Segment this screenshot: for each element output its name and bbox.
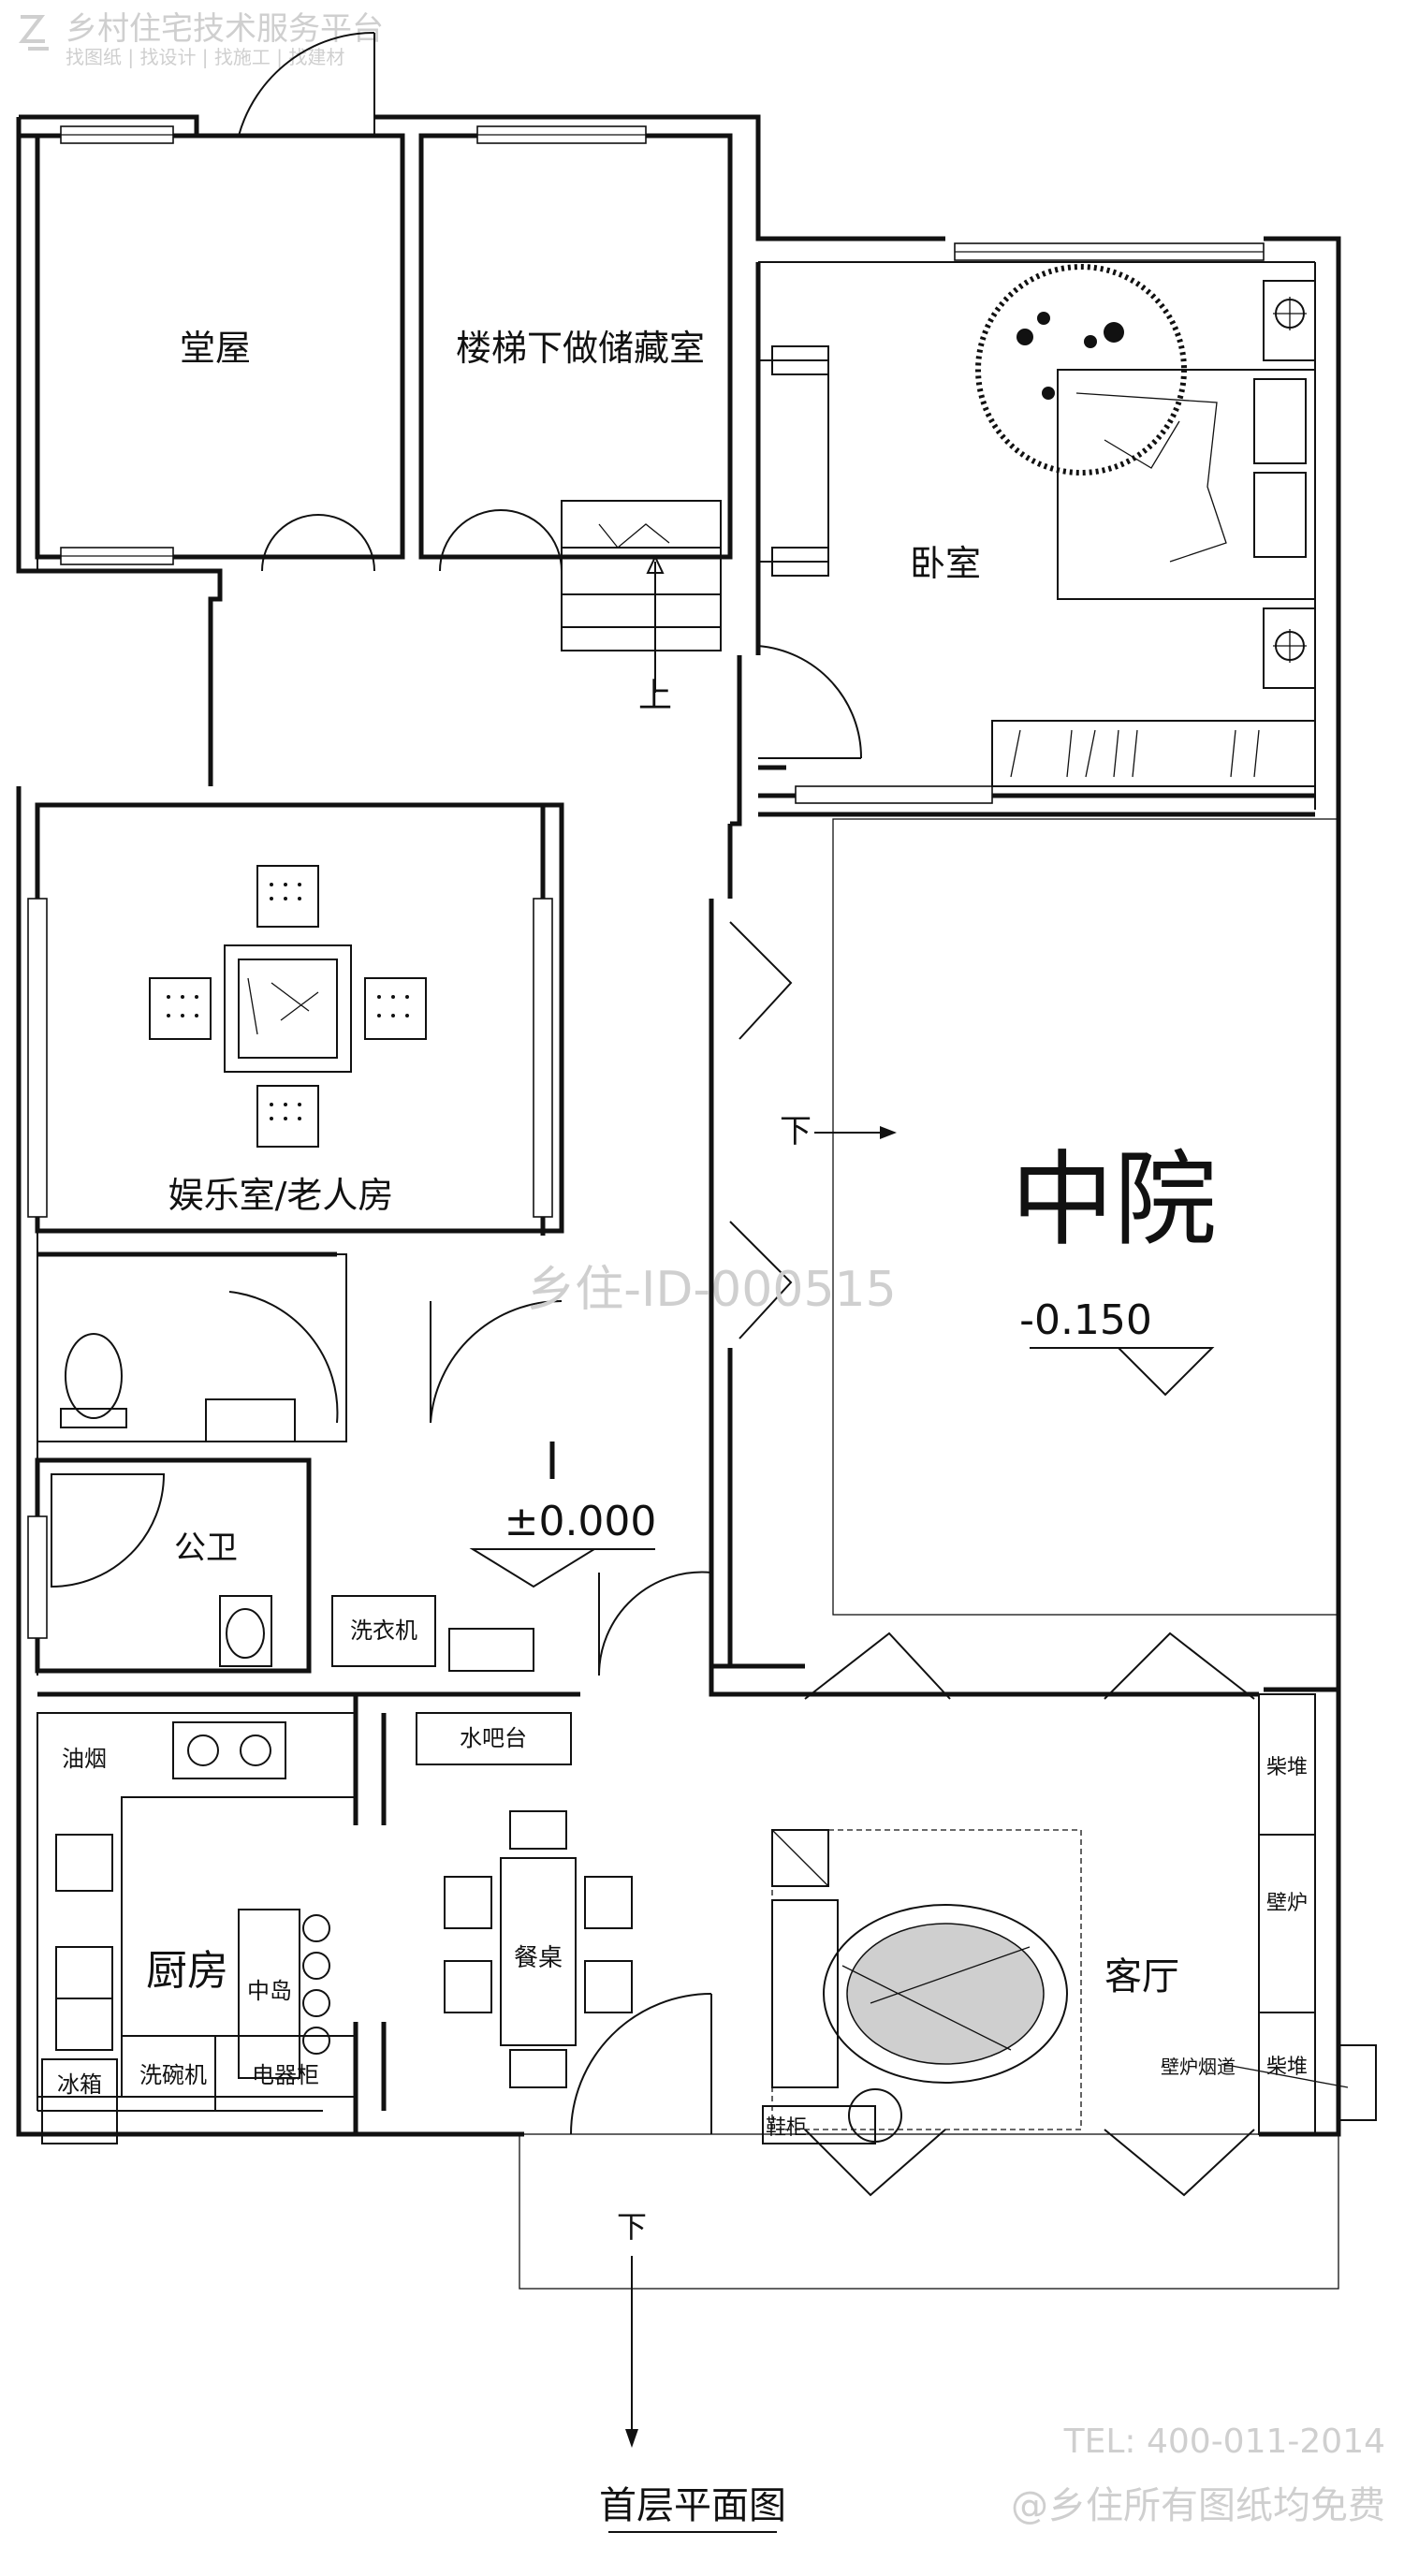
footer-tel: TEL: 400-011-2014	[1063, 2422, 1385, 2461]
bathroom-label: 公卫	[174, 1530, 238, 1567]
bedroom-wardrobe	[991, 720, 1316, 787]
kitchen-stove	[172, 1721, 286, 1779]
mahjong-table	[149, 865, 427, 1148]
watermark: 乡住-ID-000515	[526, 1262, 896, 1318]
brand-tagline: 找图纸 | 找设计 | 找施工 | 找建材	[66, 46, 344, 68]
courtyard-down-arrow	[814, 1126, 897, 1139]
brand-logo: 乡村住宅技术服务平台 找图纸 | 找设计 | 找施工 | 找建材	[18, 10, 384, 68]
bedroom-label: 卧室	[910, 543, 981, 584]
stair-up-label: 上	[638, 677, 672, 715]
fireplace-label: 壁炉	[1266, 1892, 1308, 1915]
footer-notice: @乡住所有图纸均免费	[1011, 2484, 1385, 2527]
shoe-cabinet-label: 鞋柜	[766, 2116, 807, 2140]
chimney-label: 壁炉烟道	[1161, 2056, 1236, 2078]
hall-label: 堂屋	[180, 328, 251, 369]
hall-windows	[60, 125, 1265, 565]
hall-door-arcs	[261, 509, 563, 572]
washer-cabinet	[331, 1595, 534, 1672]
wall-inner-lines	[37, 136, 1316, 2112]
living-room-label: 客厅	[1104, 1955, 1179, 1998]
courtyard-label: 中院	[1011, 1140, 1217, 1260]
courtyard-down-label: 下	[780, 1113, 812, 1150]
washer-label: 洗衣机	[350, 1617, 417, 1644]
dining-table-label: 餐桌	[514, 1944, 563, 1972]
recreation-door	[228, 1291, 563, 1424]
kitchen-counter	[37, 1712, 357, 2144]
living-room-sofa-set	[771, 1829, 1082, 2143]
appliance-cabinet-label: 电器柜	[252, 2062, 319, 2088]
entry-down-label: 下	[617, 2209, 647, 2245]
bedroom-armchair	[757, 345, 829, 577]
brand-name: 乡村住宅技术服务平台	[66, 10, 384, 48]
kitchen-label: 厨房	[146, 1947, 228, 1995]
exterior-walls	[16, 114, 1341, 2137]
main-entry-door	[570, 1993, 712, 2135]
floor-level-marker	[469, 1548, 655, 1588]
storage-label: 楼梯下做储藏室	[456, 328, 705, 369]
public-bathroom-walls	[27, 1442, 555, 1674]
island-label: 中岛	[247, 1978, 292, 2004]
water-bar	[416, 1712, 572, 1765]
fridge-label: 冰箱	[57, 2071, 102, 2098]
courtyard-level-label: -0.150	[1019, 1296, 1152, 1344]
floor-level-label: ±0.000	[505, 1498, 657, 1545]
living-room-bay-doors	[804, 1632, 1255, 2197]
bedroom-bed	[1057, 369, 1316, 600]
recreation-toilet	[37, 1253, 347, 1442]
firewood-top-label: 柴堆	[1266, 1756, 1308, 1779]
brand-logo-icon	[18, 15, 49, 51]
water-bar-label: 水吧台	[460, 1725, 527, 1751]
chimney-leader-line	[1221, 2063, 1349, 2088]
kitchen-island	[238, 1909, 330, 2079]
drawing-title: 首层平面图	[599, 2484, 786, 2527]
firewood-bottom-label: 柴堆	[1266, 2056, 1308, 2079]
shower-enclosure	[51, 1473, 166, 1588]
corridor-walls	[709, 824, 805, 1669]
dining-table	[444, 1810, 633, 2088]
staircase	[561, 500, 722, 693]
dishwasher-label: 洗碗机	[139, 2062, 207, 2088]
recreation-room-label: 娱乐室/老人房	[168, 1175, 394, 1216]
squat-toilet	[219, 1595, 272, 1667]
bedroom-door	[757, 645, 863, 759]
range-hood-label: 油烟	[62, 1746, 107, 1772]
courtyard	[832, 818, 1339, 1616]
bedroom-nightstands	[1263, 280, 1316, 689]
corridor-door-leaves	[597, 921, 793, 1676]
shoe-cabinet	[762, 2105, 876, 2144]
south-terrace	[519, 2133, 1339, 2448]
